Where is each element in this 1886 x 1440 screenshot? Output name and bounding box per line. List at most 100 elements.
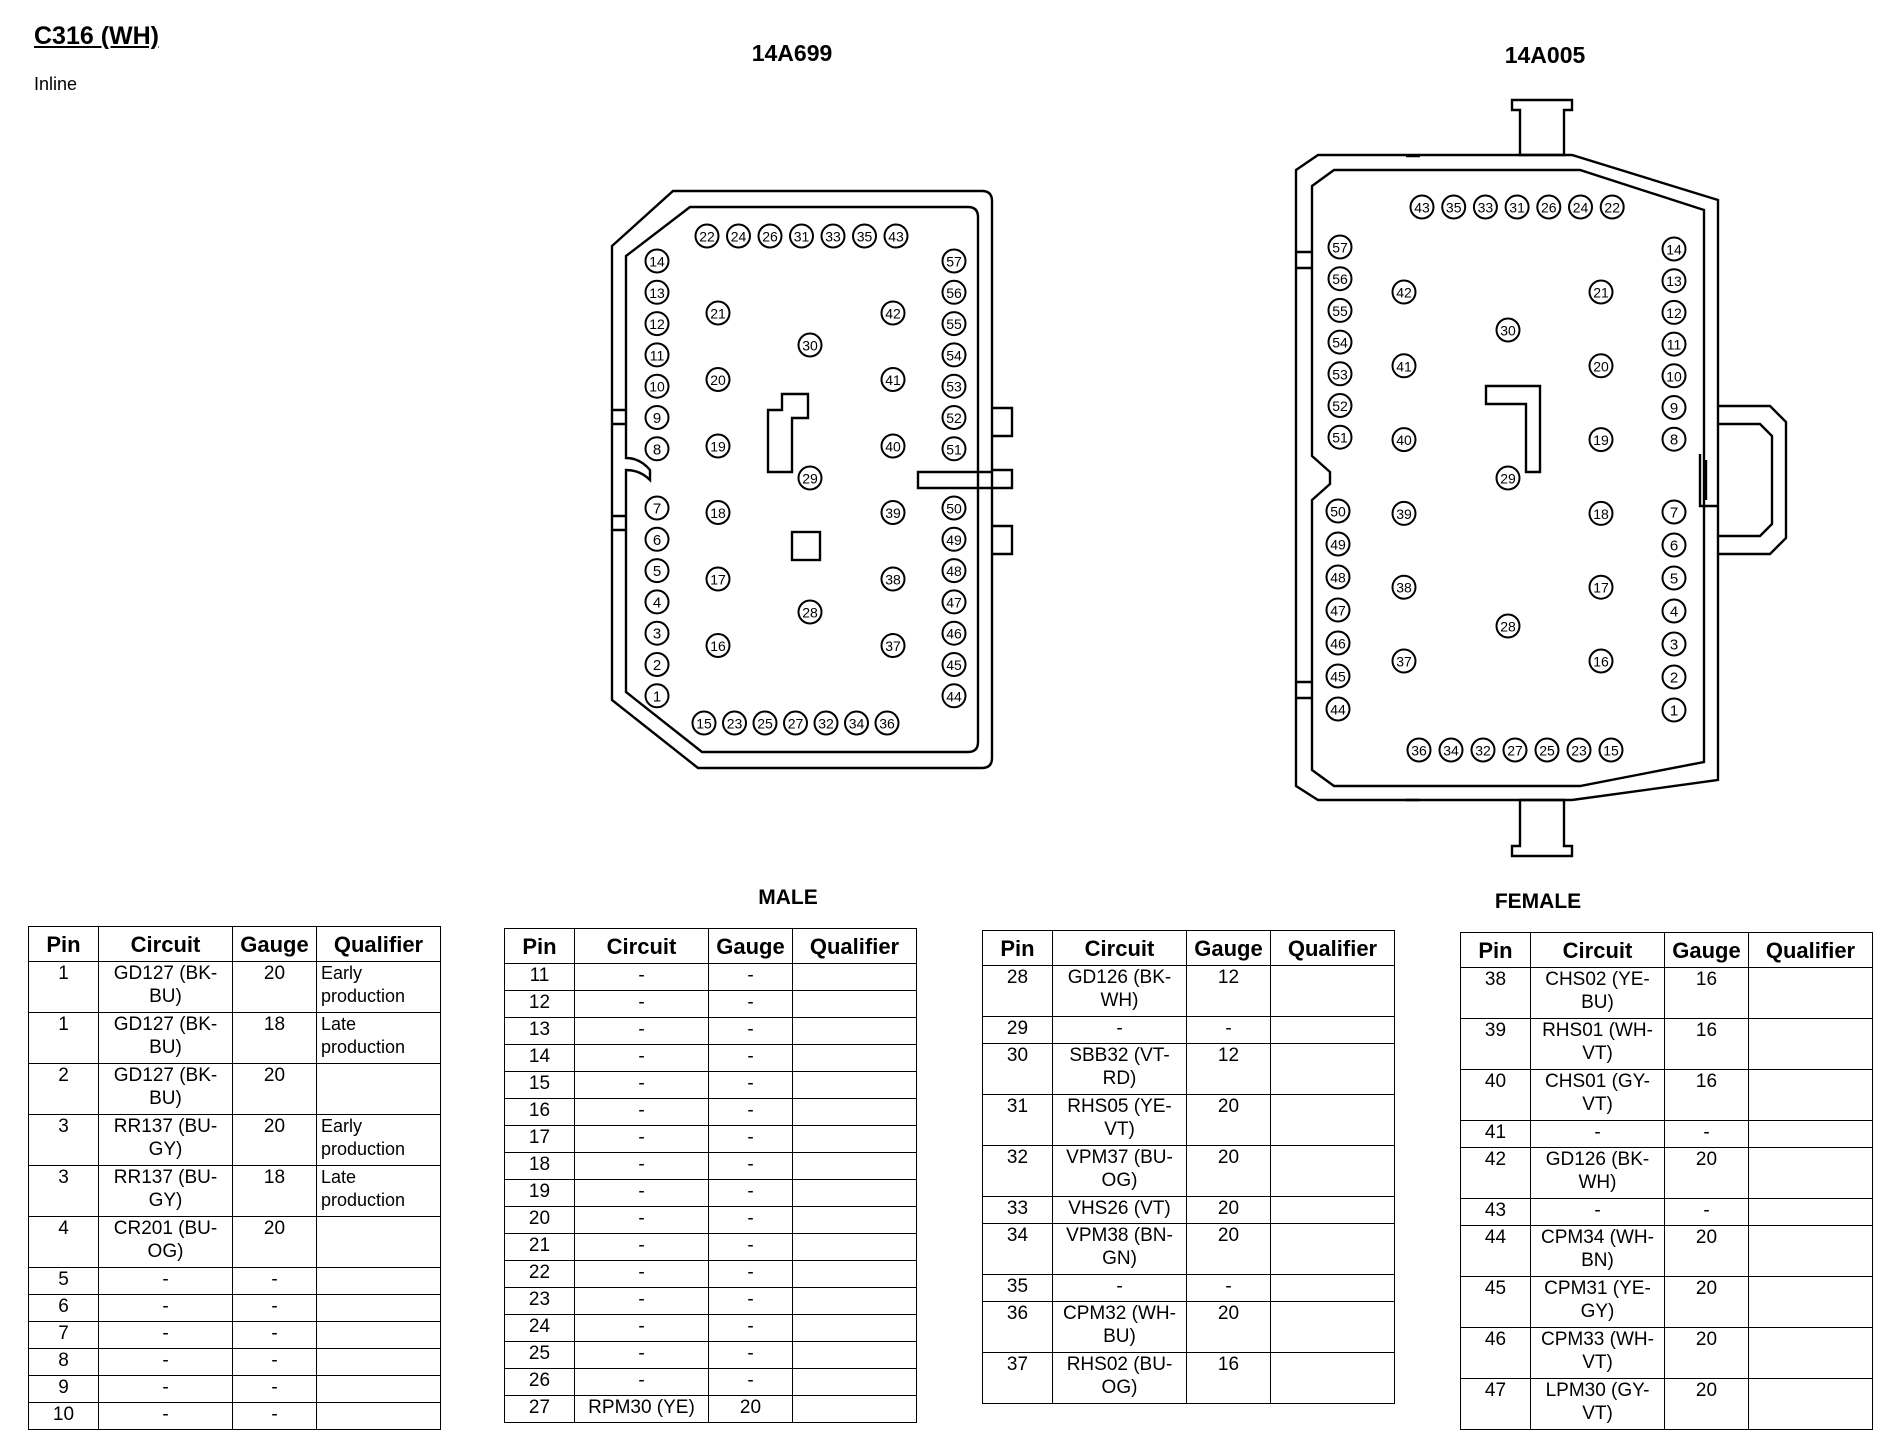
cell-circuit: GD127 (BK-BU) <box>98 1012 233 1064</box>
female-pin-54: 54 <box>1327 329 1353 355</box>
female-label: FEMALE <box>1494 890 1582 913</box>
cell-pin: 40 <box>1460 1069 1531 1121</box>
svg-text:32: 32 <box>818 716 834 732</box>
svg-text:38: 38 <box>885 572 901 588</box>
cell-circuit: - <box>574 990 709 1018</box>
male-pin-52: 52 <box>941 405 967 430</box>
female-pin-12: 12 <box>1661 299 1687 325</box>
cell-qualifier <box>316 1348 441 1376</box>
svg-text:35: 35 <box>1446 200 1462 216</box>
male-pin-31: 31 <box>789 223 814 249</box>
svg-text:45: 45 <box>946 657 962 673</box>
cell-gauge: 20 <box>1186 1145 1271 1197</box>
cell-gauge: - <box>232 1267 317 1295</box>
female-pin-29: 29 <box>1495 465 1521 491</box>
male-pin-50: 50 <box>941 495 967 521</box>
male-pin-28: 28 <box>797 599 823 625</box>
cell-pin: 39 <box>1460 1018 1531 1070</box>
male-pin-45: 45 <box>941 652 967 677</box>
cell-circuit: - <box>1052 1016 1187 1044</box>
svg-text:27: 27 <box>1507 743 1523 759</box>
svg-text:47: 47 <box>1330 603 1346 619</box>
svg-text:24: 24 <box>731 229 747 245</box>
svg-text:14: 14 <box>649 254 665 270</box>
svg-text:18: 18 <box>1593 506 1609 522</box>
cell-pin: 38 <box>1460 967 1531 1019</box>
cell-gauge: 20 <box>1186 1301 1271 1353</box>
svg-text:13: 13 <box>649 285 665 301</box>
cell-pin: 16 <box>504 1098 575 1126</box>
male-pin-44: 44 <box>941 683 967 709</box>
cell-pin: 6 <box>28 1294 99 1322</box>
female-pin-24: 24 <box>1568 194 1593 220</box>
header-circuit: Circuit <box>98 926 233 962</box>
table-row: 6-- <box>28 1294 441 1322</box>
cell-circuit: - <box>574 1152 709 1180</box>
cell-pin: 3 <box>28 1165 99 1217</box>
male-pin-19: 19 <box>705 433 731 459</box>
svg-text:40: 40 <box>1396 432 1412 448</box>
cell-qualifier <box>1270 1274 1395 1302</box>
cell-pin: 23 <box>504 1287 575 1315</box>
female-pin-3: 3 <box>1661 631 1687 657</box>
cell-gauge: - <box>708 1098 793 1126</box>
cell-circuit: - <box>574 1233 709 1261</box>
cell-qualifier <box>1748 1327 1873 1379</box>
header-qualifier: Qualifier <box>1270 930 1395 966</box>
cell-qualifier <box>1270 1094 1395 1146</box>
header-gauge: Gauge <box>232 926 317 962</box>
cell-gauge: - <box>232 1321 317 1349</box>
female-pin-35: 35 <box>1441 194 1467 220</box>
male-pin-1: 1 <box>644 683 670 709</box>
female-pin-42: 42 <box>1391 279 1417 305</box>
male-pin-2: 2 <box>644 652 670 677</box>
svg-text:50: 50 <box>1330 504 1346 520</box>
cell-circuit: CHS01 (GY-VT) <box>1530 1069 1665 1121</box>
cell-qualifier <box>792 1368 917 1396</box>
male-pin-5: 5 <box>644 558 670 584</box>
male-pin-20: 20 <box>705 367 731 392</box>
male-pin-39: 39 <box>880 500 906 525</box>
cell-gauge: 20 <box>232 1114 317 1166</box>
male-pin-14: 14 <box>644 248 670 274</box>
table-row: 7-- <box>28 1321 441 1349</box>
svg-text:54: 54 <box>946 347 962 363</box>
cell-gauge: - <box>1664 1120 1749 1148</box>
cell-circuit: - <box>574 963 709 991</box>
svg-text:41: 41 <box>1396 358 1412 374</box>
svg-text:21: 21 <box>710 306 726 322</box>
svg-text:19: 19 <box>1593 432 1609 448</box>
cell-gauge: - <box>1664 1198 1749 1226</box>
male-pin-49: 49 <box>941 526 967 552</box>
cell-pin: 11 <box>504 963 575 991</box>
svg-text:9: 9 <box>653 410 661 427</box>
svg-text:5: 5 <box>653 563 661 580</box>
cell-pin: 7 <box>28 1321 99 1349</box>
cell-circuit: CPM33 (WH-VT) <box>1530 1327 1665 1379</box>
cell-gauge: - <box>708 1179 793 1207</box>
svg-text:31: 31 <box>794 229 810 245</box>
female-pin-6: 6 <box>1661 532 1687 558</box>
male-pin-48: 48 <box>941 558 967 584</box>
male-pin-37: 37 <box>880 633 906 658</box>
svg-text:28: 28 <box>802 605 818 621</box>
svg-text:52: 52 <box>1332 398 1348 414</box>
cell-circuit: GD127 (BK-BU) <box>98 961 233 1013</box>
male-connector-body <box>610 189 1014 770</box>
svg-text:29: 29 <box>802 471 818 487</box>
svg-text:10: 10 <box>649 379 665 395</box>
female-pin-4: 4 <box>1661 598 1687 624</box>
svg-text:38: 38 <box>1396 580 1412 596</box>
svg-text:56: 56 <box>1332 271 1348 287</box>
table-row: 26-- <box>504 1368 917 1396</box>
svg-text:10: 10 <box>1666 368 1682 384</box>
cell-qualifier <box>792 963 917 991</box>
svg-text:27: 27 <box>788 716 804 732</box>
svg-text:25: 25 <box>757 716 773 732</box>
